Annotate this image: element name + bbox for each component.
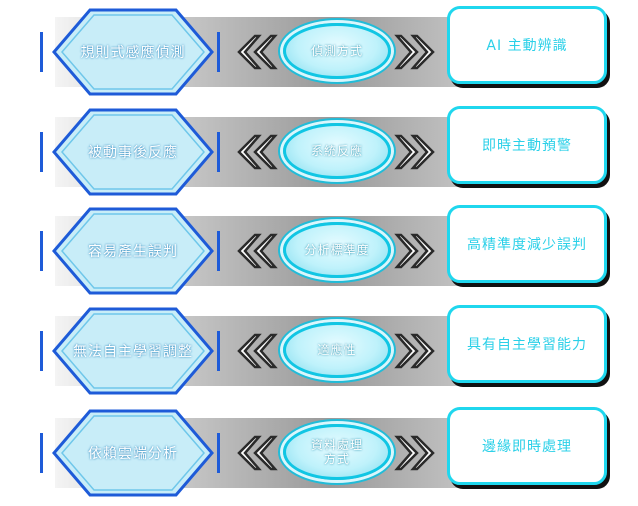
right-divider [217,433,220,473]
left-divider [40,32,43,72]
hexagon-shape [52,108,214,196]
comparison-row: 依賴雲端分析 資料處理 方式 邊緣即時處理 [0,407,638,499]
double-chevron-right-icon [394,435,435,471]
double-chevron-left-icon [237,34,278,70]
right-divider [217,331,220,371]
hexagon-shape [52,307,214,395]
ai-method-box: 高精準度減少誤判 [447,205,607,283]
double-chevron-left-icon [237,333,278,369]
criteria-oval [283,424,391,480]
ai-method-box: 邊緣即時處理 [447,407,607,485]
criteria-oval [283,23,391,79]
double-chevron-right-icon [394,233,435,269]
left-divider [40,433,43,473]
right-divider [217,132,220,172]
criteria-label: 適應性 [317,343,357,357]
criteria-label: 偵測方式 [310,44,363,58]
left-divider [40,331,43,371]
hexagon-shape [52,207,214,295]
traditional-method-label: 依賴雲端分析 [88,446,178,462]
criteria-label: 資料處理 方式 [310,438,363,466]
ai-method-box: 具有自主學習能力 [447,305,607,383]
criteria-label: 分析標準度 [304,243,370,257]
right-divider [217,32,220,72]
double-chevron-left-icon [237,435,278,471]
comparison-row: 被動事後反應 系統反應 即時主動預警 [0,106,638,198]
left-divider [40,231,43,271]
double-chevron-left-icon [237,134,278,170]
comparison-row: 規則式感應偵測 偵測方式 AI 主動辨識 [0,6,638,98]
double-chevron-left-icon [237,233,278,269]
criteria-oval [283,322,391,378]
criteria-oval [283,123,391,179]
left-divider [40,132,43,172]
traditional-method-label: 無法自主學習調整 [73,344,193,360]
traditional-method-label: 容易產生誤判 [88,244,178,260]
traditional-method-label: 規則式感應偵測 [80,45,186,61]
right-divider [217,231,220,271]
comparison-row: 容易產生誤判 分析標準度 高精準度減少誤判 [0,205,638,297]
comparison-row: 無法自主學習調整 適應性 具有自主學習能力 [0,305,638,397]
criteria-oval [283,222,391,278]
hexagon-shape [52,8,214,96]
criteria-label: 系統反應 [310,144,363,158]
traditional-method-label: 被動事後反應 [88,145,178,161]
ai-method-box: 即時主動預警 [447,106,607,184]
double-chevron-right-icon [394,134,435,170]
ai-method-box: AI 主動辨識 [447,6,607,84]
double-chevron-right-icon [394,333,435,369]
hexagon-shape [52,409,214,497]
double-chevron-right-icon [394,34,435,70]
